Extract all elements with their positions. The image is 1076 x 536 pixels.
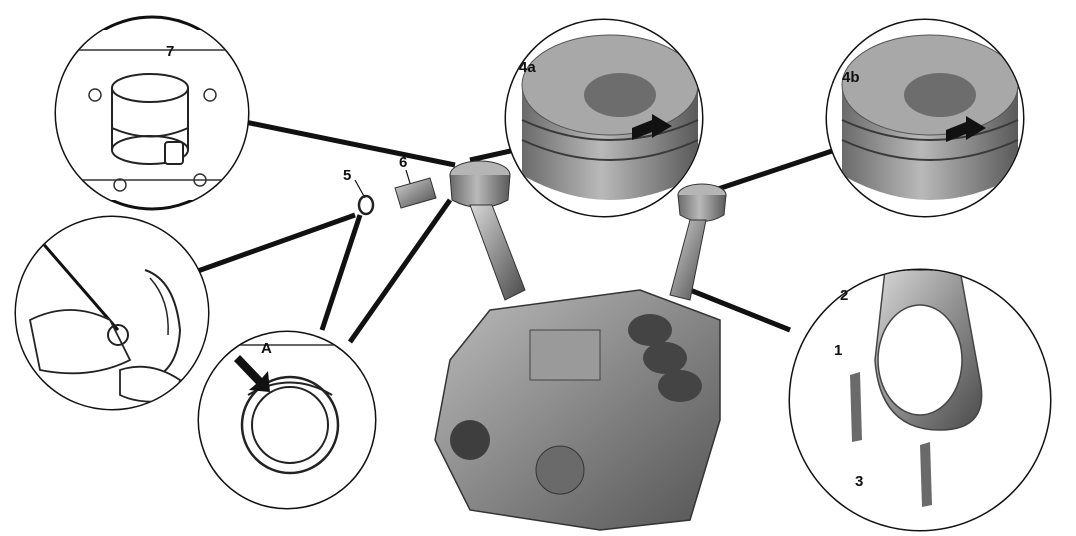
label-2: 2 [840, 287, 848, 304]
detail-circle-4a [504, 18, 704, 218]
detail-circle-A [197, 330, 377, 510]
detail-circle-snap-ring-tool [14, 215, 210, 411]
leader-lines [149, 57, 836, 344]
label-4b: 4b [842, 69, 860, 86]
piston-pin-6 [394, 177, 437, 209]
label-6: 6 [399, 154, 407, 171]
label-3: 3 [855, 473, 863, 490]
detail-circle-4b [825, 18, 1025, 218]
piston-rod-assembly-left [449, 160, 526, 301]
label-5: 5 [343, 167, 351, 184]
engine-block [434, 289, 721, 531]
piston-rod-assembly-right [669, 183, 727, 301]
label-1: 1 [834, 342, 842, 359]
callout-labels: 7 6 5 4a 4b A 2 1 3 [166, 43, 863, 490]
label-A: A [261, 340, 272, 357]
label-4a: 4a [519, 59, 536, 76]
circlip-5 [357, 194, 375, 216]
detail-circle-7 [54, 15, 250, 211]
label-7: 7 [166, 43, 174, 60]
detail-circle-conrod [788, 268, 1052, 532]
